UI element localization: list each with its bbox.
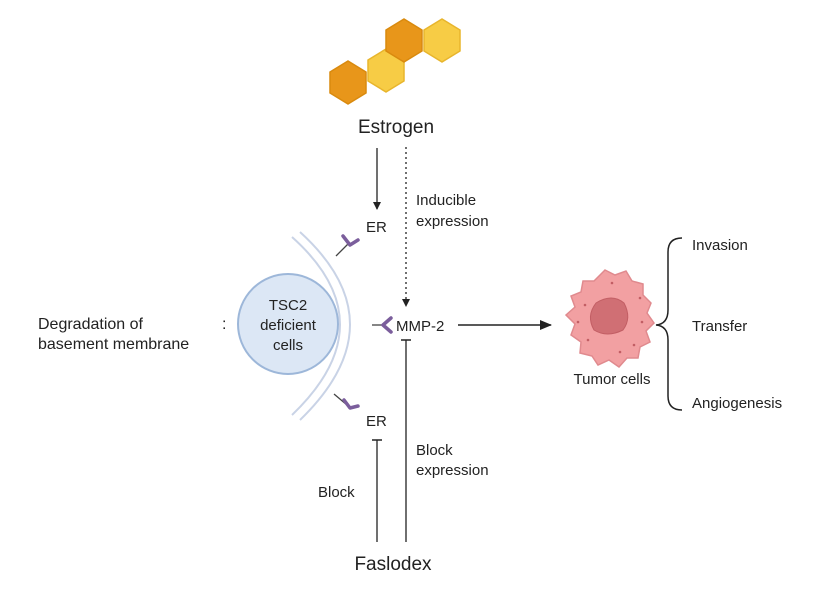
degradation-label-line2: basement membrane	[38, 336, 189, 353]
outcomes-brace	[655, 237, 683, 411]
cell-label-line3: cells	[273, 337, 303, 354]
estrogen-label: Estrogen	[358, 117, 434, 138]
er-receptor-top-icon	[335, 234, 360, 257]
estrogen-molecule-icon	[329, 18, 461, 105]
outcome-angiogenesis: Angiogenesis	[692, 395, 782, 412]
tsc2-cell	[237, 273, 339, 375]
tumor-nucleus	[590, 297, 629, 335]
faslodex-label: Faslodex	[354, 554, 432, 575]
er-top-label: ER	[366, 219, 387, 236]
cell-label-line2: deficient	[260, 317, 317, 334]
degradation-colon: :	[222, 316, 226, 333]
block-expression-label-line1: Block	[416, 442, 453, 459]
mmp2-receptor-icon	[372, 316, 393, 334]
er-bottom-label: ER	[366, 413, 387, 430]
block-label: Block	[318, 484, 355, 501]
cell-label-line1: TSC2	[269, 297, 307, 314]
block-er-inhibitor	[372, 439, 382, 542]
expression-label: expression	[416, 213, 489, 230]
tumor-cells-label: Tumor cells	[574, 371, 651, 388]
outcome-transfer: Transfer	[692, 318, 747, 335]
mmp2-label: MMP-2	[396, 318, 444, 335]
hexagon-orange-2	[385, 18, 423, 63]
block-mmp2-inhibitor	[401, 339, 411, 542]
degradation-label-line1: Degradation of	[38, 316, 144, 333]
hexagon-yellow-2	[423, 18, 461, 63]
inducible-label: Inducible	[416, 192, 476, 209]
block-expression-label-line2: expression	[416, 462, 489, 479]
tumor-cell-icon	[564, 269, 655, 368]
outcome-invasion: Invasion	[692, 237, 748, 254]
er-receptor-bottom-icon	[333, 393, 360, 410]
cell-membrane-outer	[299, 231, 351, 421]
hexagon-orange-1	[329, 60, 367, 105]
cell-membrane-inner	[291, 236, 341, 416]
